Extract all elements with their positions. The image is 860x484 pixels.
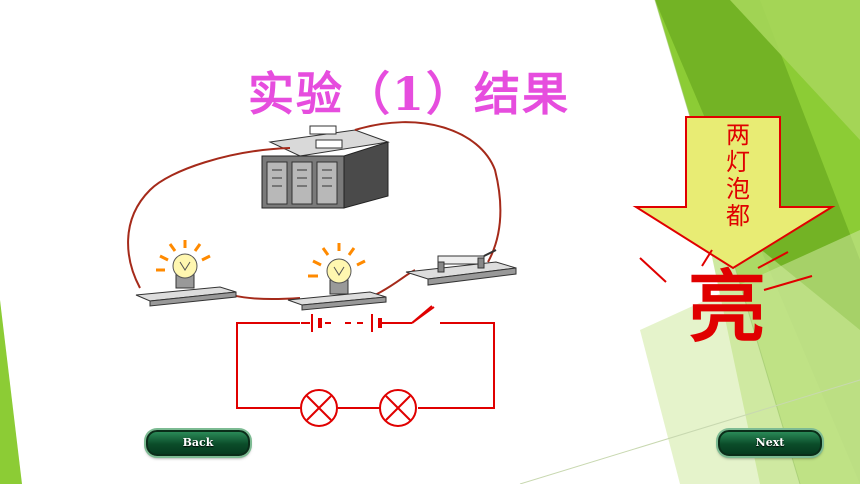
back-button[interactable]: Back [146,430,250,456]
green-panel-fade [640,230,860,484]
green-panel-light [730,0,860,140]
knife-switch-icon [405,249,517,286]
battery-icon [261,125,390,209]
switch-symbol-icon [411,306,435,324]
green-left-strip [0,300,22,484]
slide-title: 实验（1）结果 [248,67,571,121]
battery-symbol-icon [311,314,382,332]
next-button[interactable]: Next [718,430,822,456]
lamp-symbol-icon [379,389,417,427]
glow-rays-icon [639,249,813,291]
arrow-caption: 两灯泡都 [726,121,750,230]
light-bulb-icon [135,240,237,307]
next-button-label: Next [755,436,785,449]
result-arrow-icon [632,116,836,270]
back-button-label: Back [182,436,214,449]
light-bulb-icon [287,243,387,311]
result-text: 亮 [688,262,767,353]
circuit-schematic [236,305,495,409]
lamp-symbol-icon [300,389,338,427]
